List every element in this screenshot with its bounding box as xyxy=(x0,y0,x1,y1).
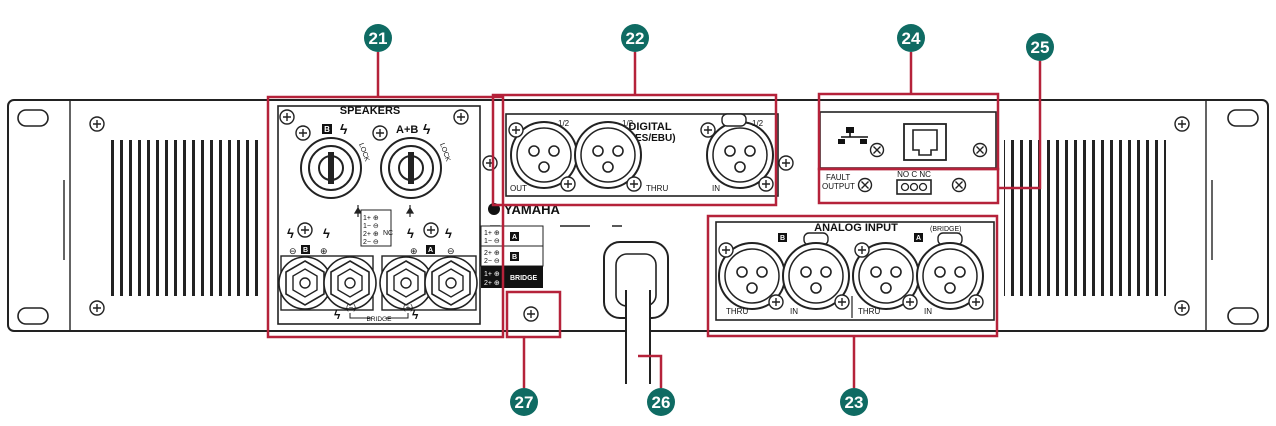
svg-text:1/2: 1/2 xyxy=(622,119,634,128)
terminal-a-minus[interactable] xyxy=(424,256,478,310)
callout-26: 26 xyxy=(647,388,675,416)
callout-25: 25 xyxy=(1026,33,1054,61)
channel-b-badge xyxy=(322,124,332,134)
svg-text:A+B: A+B xyxy=(396,124,418,136)
svg-text:2+ ⊕: 2+ ⊕ xyxy=(484,250,500,257)
svg-text:26: 26 xyxy=(652,393,671,412)
svg-text:OUTPUT: OUTPUT xyxy=(822,182,855,191)
svg-text:ϟ: ϟ xyxy=(407,226,414,241)
svg-text:(−): (−) xyxy=(346,303,356,312)
svg-text:B: B xyxy=(780,235,785,242)
leader-25 xyxy=(998,61,1042,190)
power-cable xyxy=(625,290,651,384)
svg-text:IN: IN xyxy=(924,307,932,316)
svg-text:DIGITAL: DIGITAL xyxy=(628,121,671,133)
fault-output-section: FAULT OUTPUT NO C NC xyxy=(822,170,967,195)
svg-text:IN: IN xyxy=(712,184,720,193)
svg-text:1+ ⊕: 1+ ⊕ xyxy=(363,215,379,222)
svg-text:⊖: ⊖ xyxy=(447,246,455,256)
svg-text:B: B xyxy=(512,254,517,261)
svg-text:A: A xyxy=(916,235,921,242)
svg-text:1/2: 1/2 xyxy=(558,119,570,128)
svg-text:A: A xyxy=(428,247,433,254)
svg-text:(BRIDGE): (BRIDGE) xyxy=(930,226,962,233)
rj45-port[interactable] xyxy=(903,123,947,161)
svg-text:A: A xyxy=(512,234,517,241)
svg-text:24: 24 xyxy=(902,29,921,48)
svg-text:⊖: ⊖ xyxy=(289,246,297,256)
callout-21: 21 xyxy=(364,24,392,52)
svg-text:1− ⊖: 1− ⊖ xyxy=(484,238,500,245)
svg-text:ϟ: ϟ xyxy=(423,121,431,137)
digital-io-section: DIGITAL (AES/EBU) 1/2 1/2 1/2 OUT THRU I… xyxy=(505,113,779,197)
svg-text:ϟ: ϟ xyxy=(445,226,452,241)
svg-text:2+ ⊕: 2+ ⊕ xyxy=(363,231,379,238)
svg-text:ϟ: ϟ xyxy=(340,121,348,137)
svg-text:THRU: THRU xyxy=(646,184,668,193)
svg-text:OUT: OUT xyxy=(510,184,527,193)
callout-22: 22 xyxy=(621,24,649,52)
svg-text:1+ ⊕: 1+ ⊕ xyxy=(484,230,500,237)
vent-left xyxy=(108,140,262,296)
callout-23: 23 xyxy=(840,388,868,416)
svg-text:THRU: THRU xyxy=(858,307,880,316)
speakon-connector-b[interactable] xyxy=(300,137,362,199)
svg-text:23: 23 xyxy=(845,393,864,412)
svg-text:(AES/EBU): (AES/EBU) xyxy=(624,133,675,144)
svg-text:ϟ: ϟ xyxy=(412,308,419,322)
highlight-fault-output xyxy=(817,167,1000,205)
speakon-connector-ab[interactable] xyxy=(380,137,442,199)
fault-output-terminal[interactable] xyxy=(896,179,932,195)
network-icon xyxy=(838,127,868,144)
svg-text:ϟ: ϟ xyxy=(323,226,330,241)
svg-text:⊕: ⊕ xyxy=(410,246,418,256)
highlight-analog-input xyxy=(706,214,999,338)
svg-text:FAULT: FAULT xyxy=(826,173,850,182)
vent-right xyxy=(1004,140,1166,296)
callout-24: 24 xyxy=(897,24,925,52)
highlight-boxes xyxy=(266,52,1042,388)
svg-text:THRU: THRU xyxy=(726,307,748,316)
svg-text:27: 27 xyxy=(515,393,534,412)
svg-text:B: B xyxy=(303,247,308,254)
ground-screw[interactable] xyxy=(523,306,539,322)
svg-text:2− ⊖: 2− ⊖ xyxy=(363,239,379,246)
leader-26 xyxy=(638,354,663,388)
svg-text:NC: NC xyxy=(383,230,393,237)
svg-text:22: 22 xyxy=(626,29,645,48)
svg-text:25: 25 xyxy=(1031,38,1050,57)
callout-27: 27 xyxy=(510,388,538,416)
svg-text:2+ ⊕: 2+ ⊕ xyxy=(484,280,500,287)
svg-text:1/2: 1/2 xyxy=(752,119,764,128)
svg-text:1− ⊖: 1− ⊖ xyxy=(363,223,379,230)
highlight-speakers xyxy=(266,95,505,339)
network-section xyxy=(819,111,997,169)
svg-text:ϟ: ϟ xyxy=(287,226,294,241)
svg-text:BRIDGE: BRIDGE xyxy=(510,275,538,282)
svg-text:21: 21 xyxy=(369,29,388,48)
highlight-ground xyxy=(505,290,562,339)
svg-text:NO C NC: NO C NC xyxy=(897,170,931,179)
svg-text:⊕: ⊕ xyxy=(320,246,328,256)
terminal-b-plus[interactable] xyxy=(323,256,377,310)
svg-text:2− ⊖: 2− ⊖ xyxy=(484,258,500,265)
svg-text:SPEAKERS: SPEAKERS xyxy=(340,105,401,117)
speaker-mode-legend: 1+ ⊕ 1− ⊖ A 2+ ⊕ 2− ⊖ B 1+ ⊕ 2+ ⊕ BRIDGE xyxy=(480,225,544,288)
svg-text:B: B xyxy=(324,125,330,134)
analog-input-section: ANALOG INPUT B A (BRIDGE) THRU IN THRU I… xyxy=(715,221,995,321)
svg-text:BRIDGE: BRIDGE xyxy=(367,316,393,323)
svg-text:ANALOG INPUT: ANALOG INPUT xyxy=(814,222,898,234)
speakers-section: SPEAKERS B ϟ A+B ϟ LOCK LOCK 1+ ⊕ 1− ⊖ 2… xyxy=(277,105,481,325)
svg-text:(+): (+) xyxy=(403,303,413,312)
svg-text:ϟ: ϟ xyxy=(334,308,341,322)
svg-text:IN: IN xyxy=(790,307,798,316)
svg-text:1+ ⊕: 1+ ⊕ xyxy=(484,271,500,278)
